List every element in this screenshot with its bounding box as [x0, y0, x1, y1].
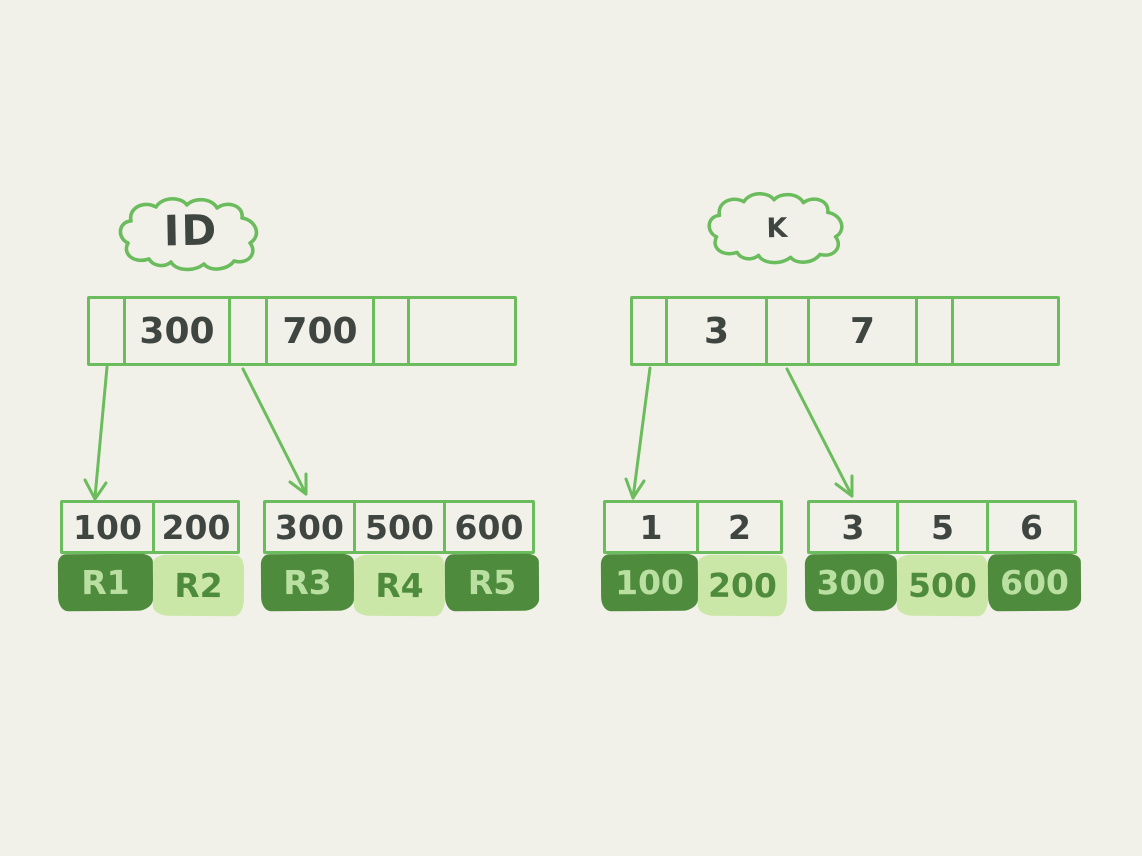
- leaf-key-cell: 2: [728, 507, 751, 547]
- arrow-k-root-to-leaf2: [785, 367, 854, 498]
- id-leaf2-records: R3 R4 R5: [260, 553, 540, 617]
- record-cell: R4: [353, 554, 446, 617]
- root-pointer-cell: [375, 299, 410, 363]
- record-cell: 600: [987, 553, 1082, 612]
- k-leaf1-records: 100 200: [600, 553, 788, 617]
- record-cell: 200: [697, 554, 788, 617]
- root-key-cell: 700: [268, 299, 375, 363]
- arrow-k-root-to-leaf1: [624, 366, 652, 500]
- root-key-cell: 7: [810, 299, 918, 363]
- leaf-key-cell: 500: [356, 503, 446, 551]
- arrow-id-root-to-leaf1: [83, 365, 109, 501]
- id-leaf1-records: R1 R2: [57, 553, 245, 617]
- id-root-node: 300 700: [87, 296, 517, 366]
- k-leaf1-keys: 1 2: [603, 500, 783, 554]
- record-cell: 100: [600, 553, 699, 612]
- root-key-cell: 300: [126, 299, 231, 363]
- record-cell: R2: [152, 554, 245, 617]
- record-cell: R5: [444, 553, 540, 612]
- leaf-key-cell: 5: [899, 503, 989, 551]
- leaf-key-cell: 3: [810, 503, 899, 551]
- record-cell: 500: [896, 554, 989, 617]
- record-cell: 300: [804, 553, 898, 612]
- arrow-id-root-to-leaf2: [241, 367, 308, 496]
- leaf-key-cell: 1: [606, 503, 699, 551]
- id-leaf2-keys: 300 500 600: [263, 500, 535, 554]
- leaf-key-cell: 100: [63, 503, 155, 551]
- root-key-cell: 3: [668, 299, 768, 363]
- id-tree-label: ID: [163, 205, 219, 256]
- root-pointer-cell: [231, 299, 268, 363]
- root-key-cell: [954, 299, 1057, 363]
- k-cloud-outline: [707, 192, 844, 265]
- leaf-key-cell: 300: [266, 503, 356, 551]
- root-pointer-cell: [633, 299, 668, 363]
- k-leaf2-records: 300 500 600: [804, 553, 1082, 617]
- root-pointer-cell: [90, 299, 126, 363]
- k-tree-label: K: [766, 212, 790, 245]
- k-root-node: 3 7: [630, 296, 1060, 366]
- root-pointer-cell: [918, 299, 954, 363]
- leaf-key-cell: 200: [161, 507, 231, 547]
- id-leaf1-keys: 100 200: [60, 500, 240, 554]
- record-cell: R1: [57, 553, 154, 612]
- id-cloud-outline: [118, 197, 259, 272]
- leaf-key-cell: 600: [454, 507, 524, 547]
- leaf-key-cell: 6: [1020, 507, 1043, 547]
- root-pointer-cell: [768, 299, 810, 363]
- k-leaf2-keys: 3 5 6: [807, 500, 1077, 554]
- root-key-cell: [410, 299, 514, 363]
- record-cell: R3: [260, 553, 355, 612]
